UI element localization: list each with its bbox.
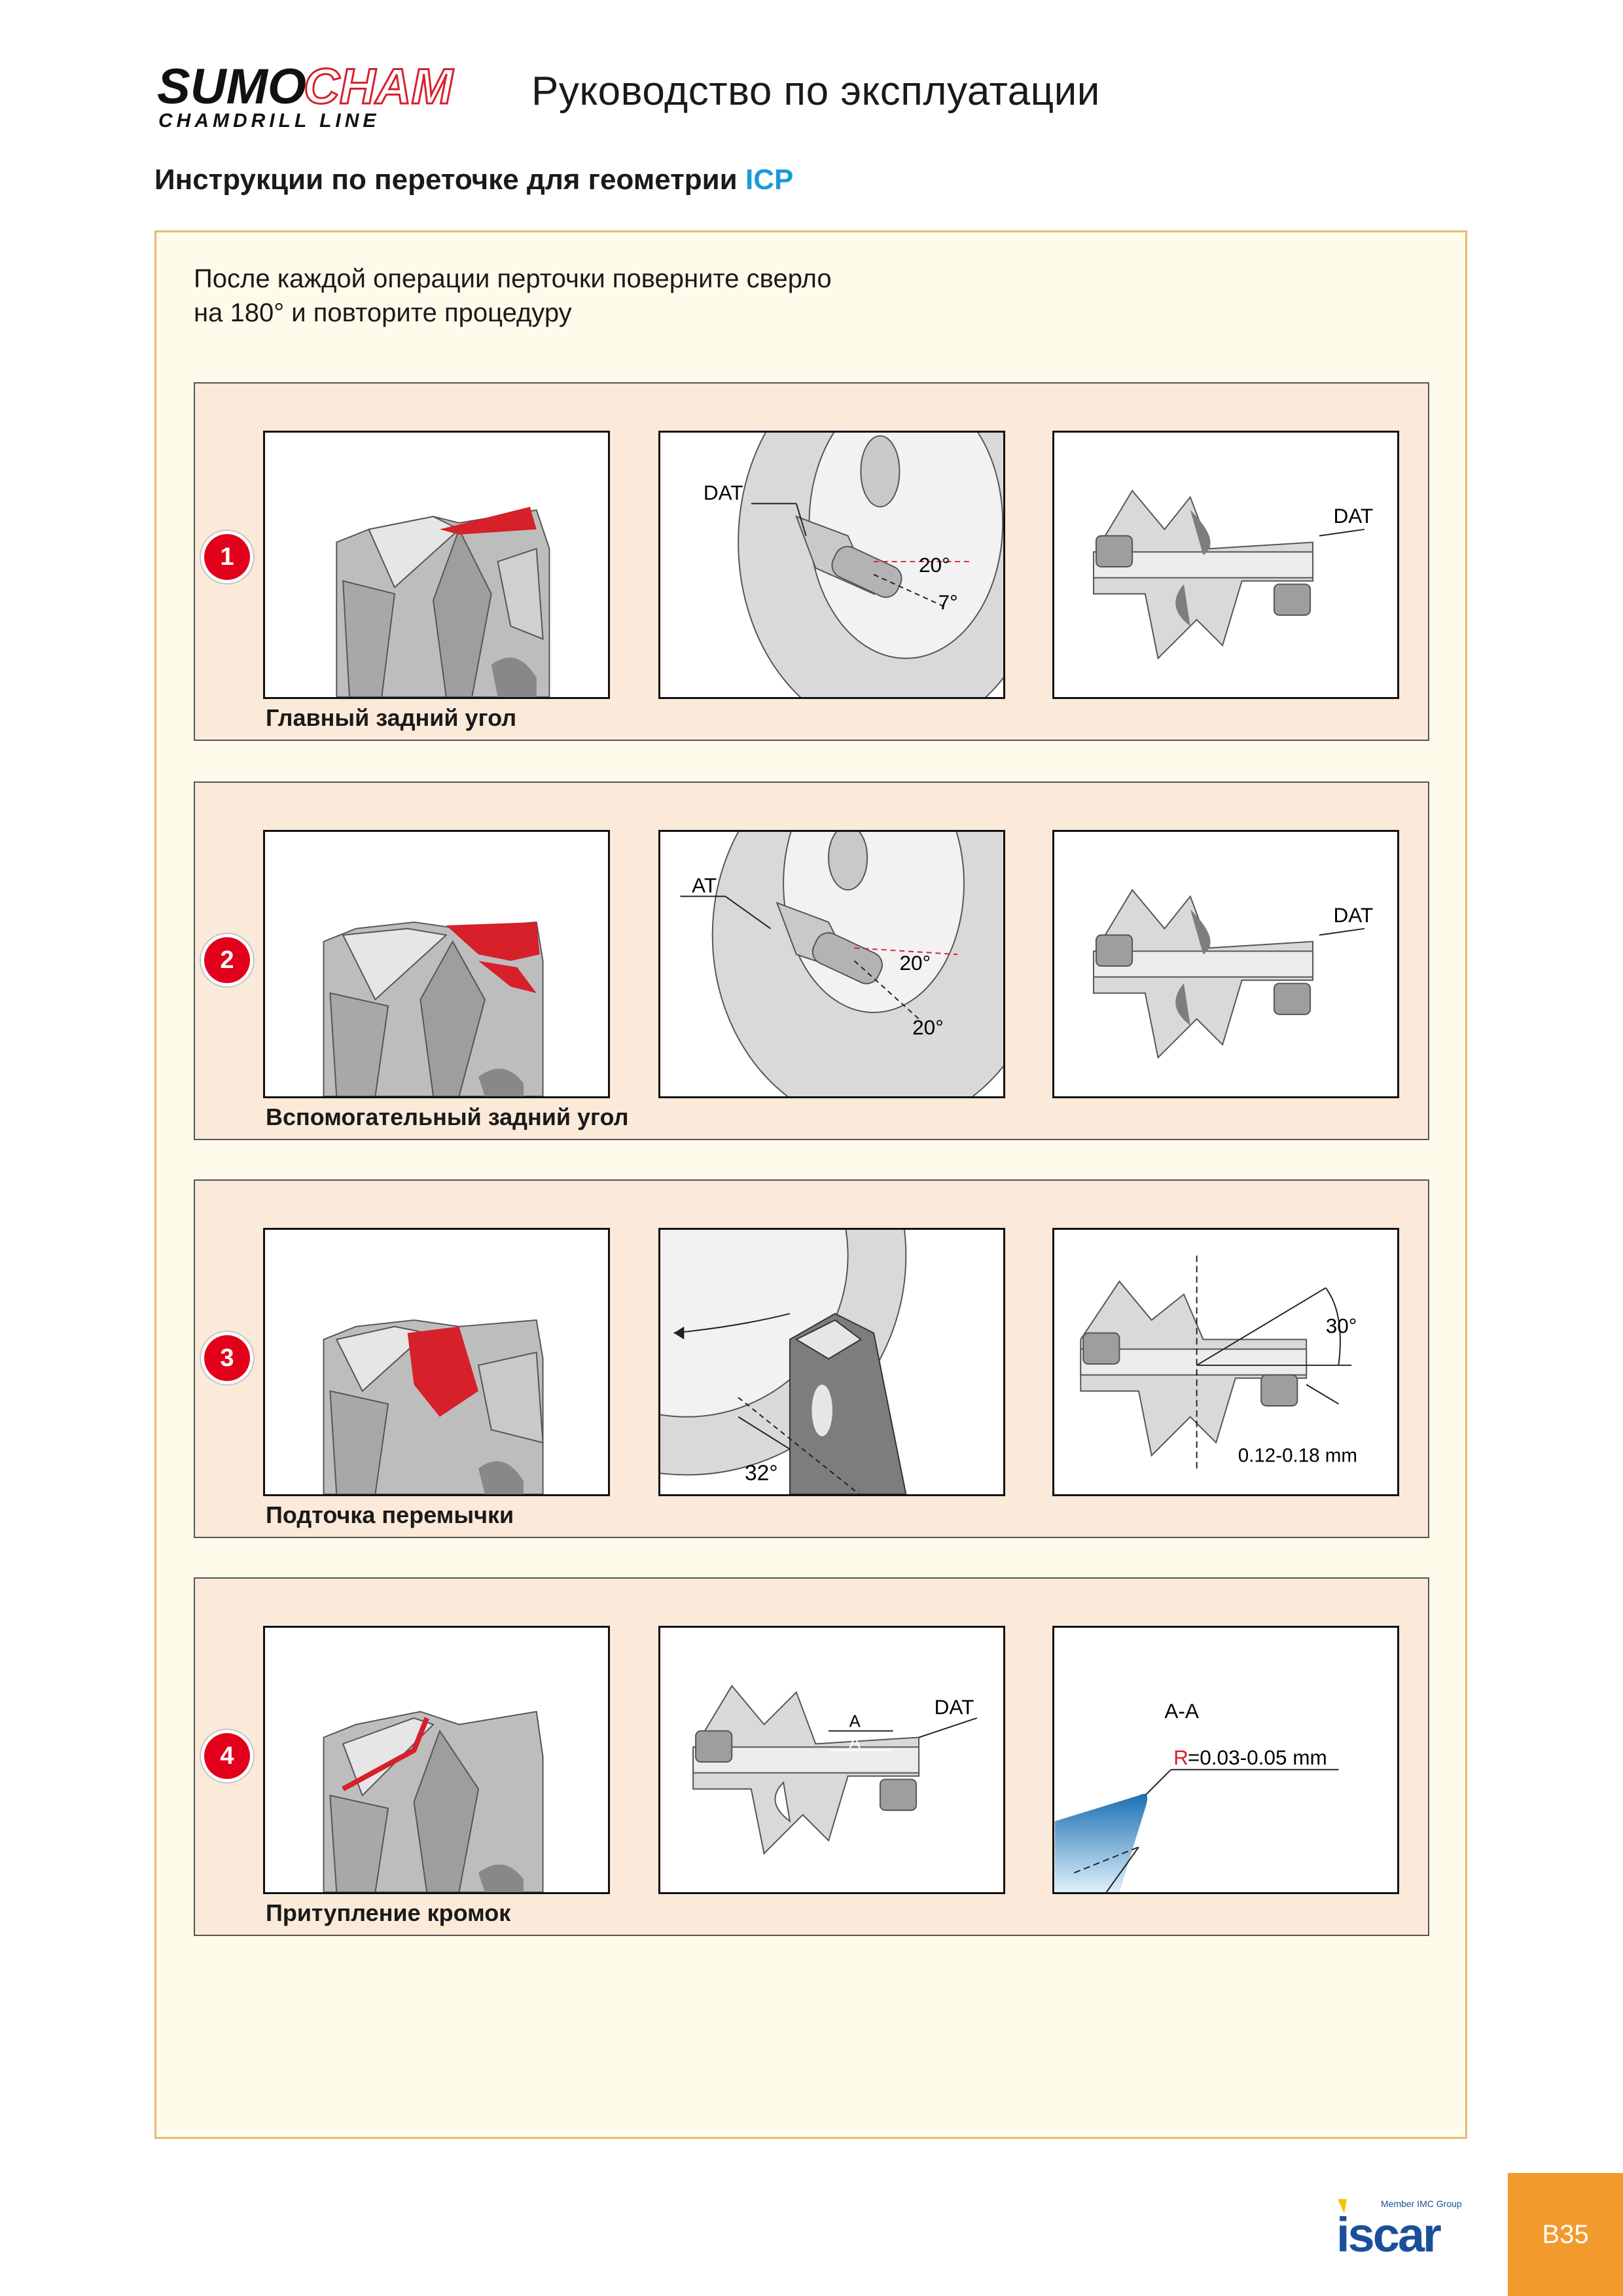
step-panel-3: 3 32° — [194, 1179, 1429, 1538]
page-number-tab: B35 — [1508, 2173, 1623, 2296]
step-1-highlight — [439, 507, 537, 535]
step-2-face-view: DAT — [1052, 830, 1399, 1098]
step-4-face-view: DAT A A — [658, 1626, 1005, 1894]
iscar-wordmark: iscar — [1336, 2208, 1441, 2259]
step-3-grinding-view: 32° — [658, 1228, 1005, 1496]
step-panel-4: 4 DAT A A — [194, 1577, 1429, 1936]
step-badge-4: 4 — [204, 1733, 250, 1779]
step-4-section-a-top: A — [849, 1713, 861, 1731]
step-panel-1: 1 DAT 20° 7° — [194, 382, 1429, 741]
step-3-highlight — [407, 1326, 479, 1417]
step-1-face-view: DAT — [1052, 431, 1399, 699]
step-3-dimension: 0.12-0.18 mm — [1238, 1445, 1357, 1467]
step-4-section-view: A-A R =0.03-0.05 mm — [1052, 1626, 1399, 1894]
step-4-radius-letter: R — [1173, 1746, 1188, 1769]
step-caption-1: Главный задний угол — [266, 704, 517, 731]
step-2-angle-a: 20° — [899, 951, 931, 975]
step-2-label-at: AT — [692, 874, 717, 897]
document-title: Руководство по эксплуатации — [531, 69, 1100, 114]
step-2-highlight-2 — [478, 961, 537, 994]
step-badge-3: 3 — [204, 1335, 250, 1381]
step-3-face-view: 30° 0.12-0.18 mm — [1052, 1228, 1399, 1496]
step-2-highlight-1 — [446, 922, 540, 961]
member-imc-text: Member IMC Group — [1381, 2198, 1462, 2209]
intro-line-1: После каждой операции перточки поверните… — [194, 264, 832, 293]
step-2-angle-b: 20° — [912, 1015, 944, 1039]
step-4-drill-view — [263, 1626, 610, 1894]
step-caption-3: Подточка перемычки — [266, 1501, 514, 1528]
step-1-angle-a: 20° — [919, 553, 950, 577]
step-2-drill-view — [263, 830, 610, 1098]
step-4-section-a-bottom: A — [849, 1733, 861, 1751]
logo-text-sumo: SUMO — [157, 60, 306, 115]
step-3-drill-view — [263, 1228, 610, 1496]
step-2-face-label-dat: DAT — [1334, 903, 1374, 927]
iscar-logo: Member IMC Group iscar — [1335, 2194, 1472, 2262]
step-4-highlight — [342, 1717, 429, 1791]
intro-text: После каждой операции перточки поверните… — [194, 262, 1241, 330]
step-badge-2: 2 — [204, 937, 250, 983]
step-1-face-label-dat: DAT — [1334, 504, 1374, 528]
step-3-angle-32: 32° — [745, 1461, 778, 1485]
logo-subtitle: CHAMDRILL LINE — [158, 110, 380, 132]
step-panel-2: 2 AT 20° 20° — [194, 781, 1429, 1140]
step-2-grinding-view: AT 20° 20° — [658, 830, 1005, 1098]
step-badge-1: 1 — [204, 534, 250, 580]
step-1-label-dat: DAT — [704, 480, 743, 504]
section-title: Инструкции по переточке для геометрии IC… — [154, 164, 793, 196]
step-caption-4: Притупление кромок — [266, 1899, 511, 1926]
step-3-angle-30: 30° — [1326, 1314, 1357, 1338]
step-1-drill-view — [263, 431, 610, 699]
section-title-text: Инструкции по переточке для геометрии — [154, 164, 738, 196]
intro-line-2: на 180° и повторите процедуру — [194, 298, 572, 327]
step-1-grinding-view: DAT 20° 7° — [658, 431, 1005, 699]
logo-text-cham: CHAM — [304, 60, 454, 115]
step-4-section-label: A-A — [1164, 1699, 1199, 1723]
step-1-angle-b: 7° — [938, 590, 958, 614]
sumocham-logo: SUMO CHAM CHAMDRILL LINE — [154, 58, 482, 132]
step-4-label-dat: DAT — [935, 1695, 974, 1719]
section-title-accent: ICP — [745, 164, 794, 196]
step-4-radius-value: =0.03-0.05 mm — [1188, 1746, 1327, 1769]
step-caption-2: Вспомогательный задний угол — [266, 1103, 629, 1130]
